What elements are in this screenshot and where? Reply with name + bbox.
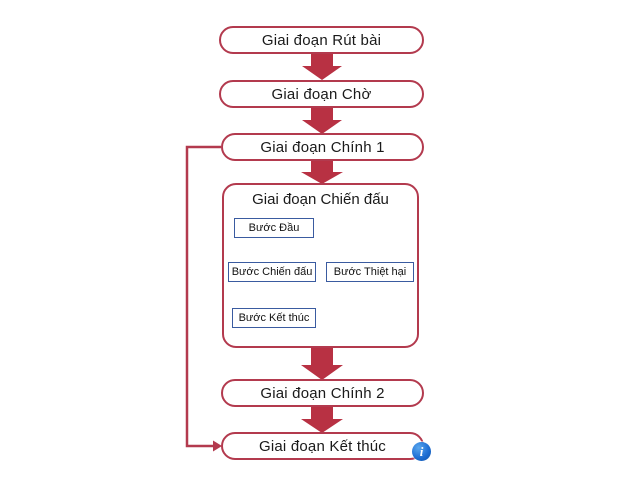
step-buoc-dau-label: Bước Đầu — [248, 222, 300, 234]
step-buoc-chien-dau[interactable]: Bước Chiến đấu — [228, 262, 316, 282]
step-buoc-dau[interactable]: Bước Đầu — [234, 218, 314, 238]
phase-chinh-1[interactable]: Giai đoạn Chính 1 — [221, 133, 424, 161]
phase-rut-bai-label: Giai đoạn Rút bài — [261, 31, 382, 49]
feedback-loop-arrowhead — [213, 440, 222, 452]
phase-chinh-1-label: Giai đoạn Chính 1 — [260, 138, 385, 156]
arrow-chinh-2-to-ket-thuc — [301, 407, 343, 433]
step-buoc-thiet-hai[interactable]: Bước Thiệt hại — [326, 262, 414, 282]
phase-rut-bai[interactable]: Giai đoạn Rút bài — [219, 26, 424, 54]
phase-ket-thuc-label: Giai đoạn Kết thúc — [258, 437, 386, 455]
phase-chinh-2-label: Giai đoạn Chính 2 — [260, 384, 385, 402]
info-icon[interactable]: i — [412, 442, 431, 461]
arrow-rut-bai-to-cho — [302, 54, 342, 80]
step-buoc-ket-thuc[interactable]: Bước Kết thúc — [232, 308, 316, 328]
phase-cho[interactable]: Giai đoạn Chờ — [219, 80, 424, 108]
phase-ket-thuc[interactable]: Giai đoạn Kết thúc — [221, 432, 424, 460]
feedback-loop-arrow — [185, 145, 222, 452]
phase-cho-label: Giai đoạn Chờ — [271, 85, 372, 103]
feedback-loop-path — [185, 145, 221, 448]
info-icon-glyph: i — [419, 444, 424, 459]
arrow-chien-dau-to-chinh-2 — [301, 348, 343, 380]
step-buoc-ket-thuc-label: Bước Kết thúc — [238, 312, 310, 324]
main-flow-arrows — [301, 54, 343, 433]
phase-chien-dau-label: Giai đoạn Chiến đấu — [252, 191, 389, 208]
phase-chinh-2[interactable]: Giai đoạn Chính 2 — [221, 379, 424, 407]
arrow-cho-to-chinh-1 — [302, 108, 342, 134]
step-buoc-chien-dau-label: Bước Chiến đấu — [231, 266, 313, 278]
step-buoc-thiet-hai-label: Bước Thiệt hại — [333, 266, 407, 278]
arrow-chinh-1-to-chien-dau — [301, 161, 343, 184]
